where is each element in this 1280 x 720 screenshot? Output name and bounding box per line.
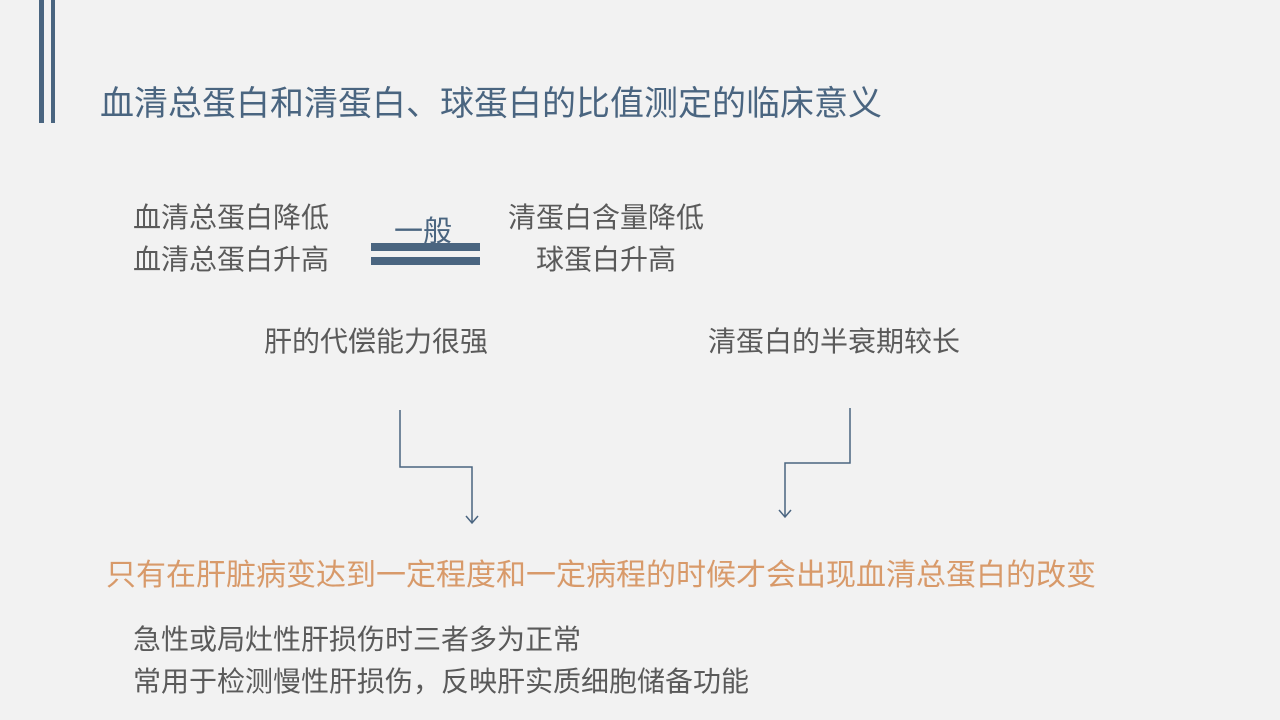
equivalence-label: 一般 xyxy=(394,214,453,248)
equals-sign-bottom-bar xyxy=(371,257,480,265)
left-line-2: 血清总蛋白升高 xyxy=(133,243,330,276)
conclusion-text: 只有在肝脏病变达到一定程度和一定病程的时候才会出现血清总蛋白的改变 xyxy=(106,558,1096,593)
note-1: 急性或局灶性肝损伤时三者多为正常 xyxy=(133,623,582,656)
right-line-1: 清蛋白含量降低 xyxy=(508,201,705,234)
equals-sign-top-bar xyxy=(371,243,480,251)
right-arrowhead-icon xyxy=(778,509,792,519)
note-2: 常用于检测慢性肝损伤，反映肝实质细胞储备功能 xyxy=(133,665,750,698)
left-connector-arrow xyxy=(399,410,473,523)
reason-right: 清蛋白的半衰期较长 xyxy=(708,325,961,358)
decorative-bar-right xyxy=(51,0,55,123)
left-line-1: 血清总蛋白降低 xyxy=(133,201,330,234)
reason-left: 肝的代偿能力很强 xyxy=(264,325,489,358)
decorative-bar-left xyxy=(39,0,44,123)
right-connector-arrow xyxy=(784,408,851,517)
slide-title: 血清总蛋白和清蛋白、球蛋白的比值测定的临床意义 xyxy=(100,84,882,124)
left-arrowhead-icon xyxy=(465,515,479,525)
right-line-2: 球蛋白升高 xyxy=(536,243,677,276)
